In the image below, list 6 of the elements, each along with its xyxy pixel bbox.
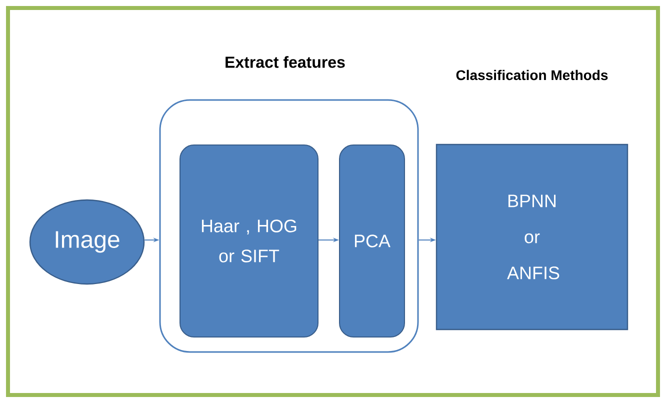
heading: Extract features: [226, 56, 345, 68]
process-box: Haar , HOG or SIFT: [180, 144, 318, 338]
process-box: BPNN or ANFIS: [436, 144, 628, 330]
ellipse-node: Image: [29, 199, 145, 285]
heading: Classification Methods: [456, 70, 608, 80]
process-box: PCA: [339, 144, 405, 338]
